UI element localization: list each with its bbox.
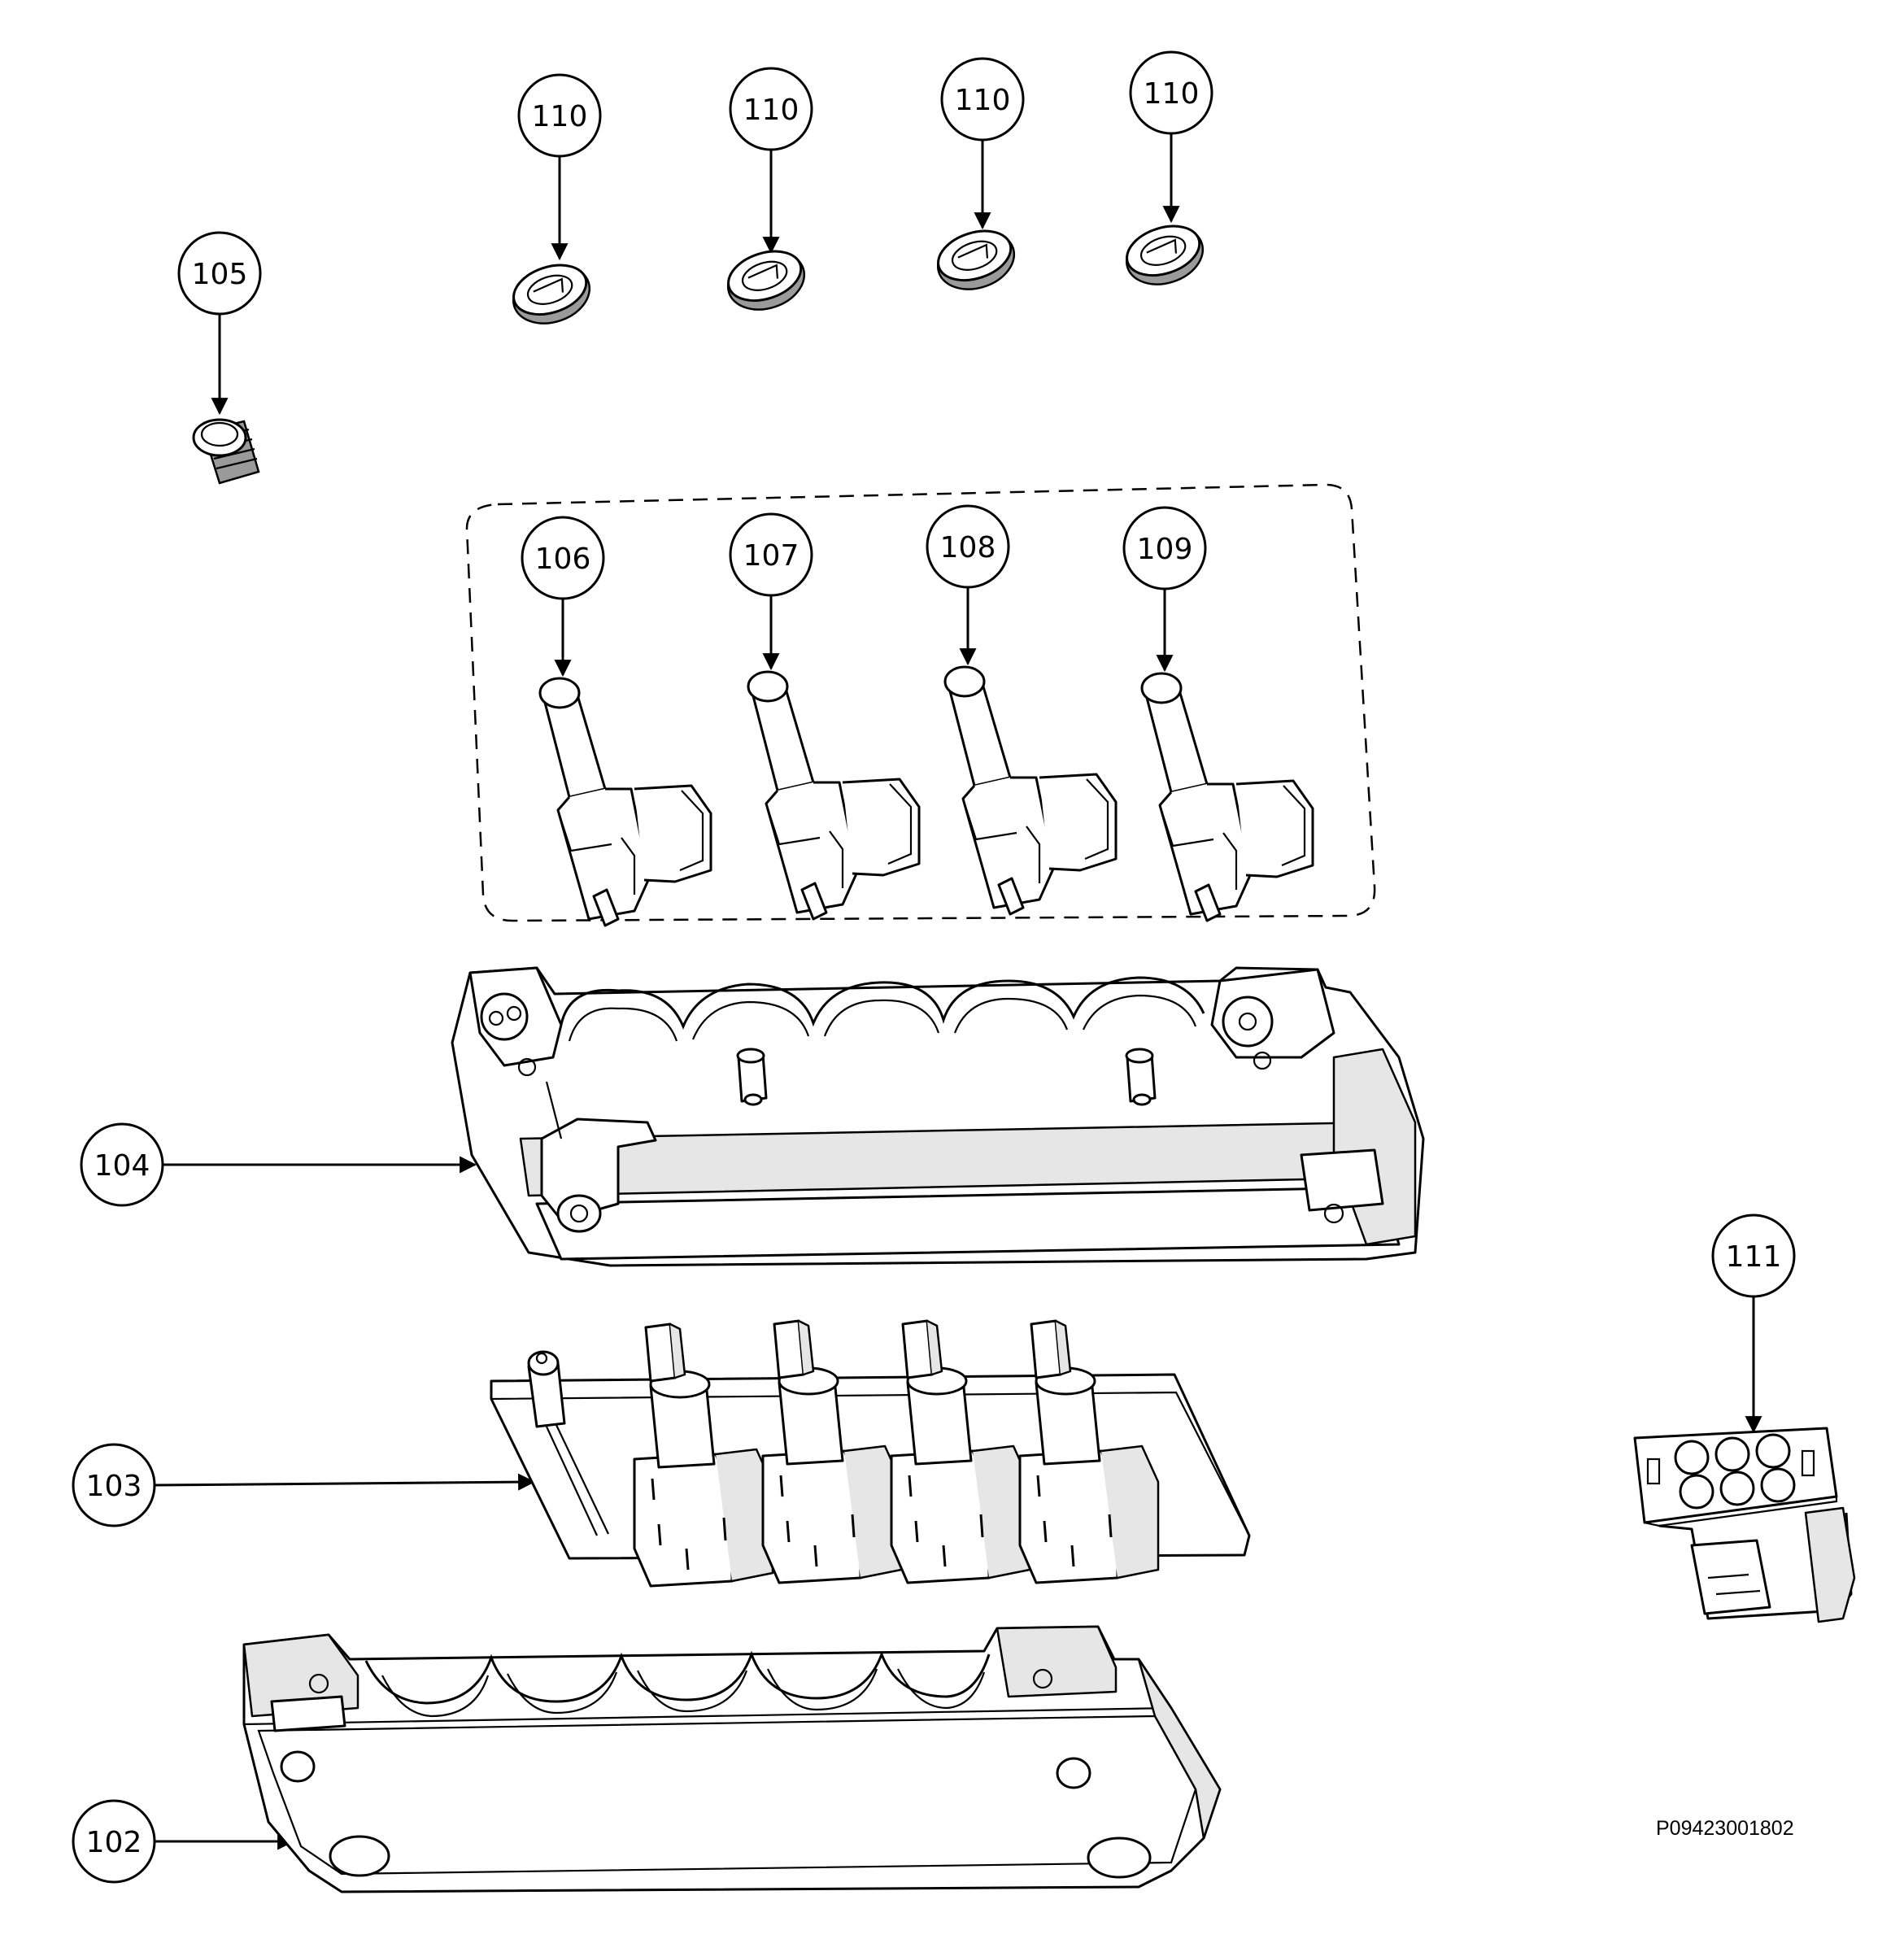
callout-108: 108 [926, 504, 1010, 666]
circuit-board [490, 1319, 1251, 1588]
housing-led-boss [540, 1118, 657, 1233]
indicator-led [527, 1350, 609, 1536]
housing-frame [451, 966, 1425, 1267]
drawing-reference-code: P09423001802 [1656, 1817, 1794, 1840]
housing-peg-right [1125, 1048, 1157, 1106]
callout-110-a: 110 [517, 73, 602, 261]
callout-104-label: 104 [94, 1149, 150, 1183]
base-cover [242, 1625, 1222, 1893]
callout-111-label: 111 [1726, 1240, 1782, 1274]
housing-peg-left [736, 1048, 768, 1106]
actuator-button-106 [538, 677, 712, 927]
light-pipe-cap [192, 418, 260, 485]
seal-ring-a [512, 264, 591, 325]
actuator-button-108 [943, 665, 1118, 916]
callout-107-label: 107 [743, 539, 800, 573]
callout-110-a-label: 110 [532, 100, 588, 133]
callout-110-b: 110 [729, 67, 813, 255]
callout-105-label: 105 [192, 258, 248, 291]
seal-ring-d [1125, 224, 1205, 285]
callout-105: 105 [177, 231, 262, 416]
callout-110-b-label: 110 [743, 94, 800, 127]
wire-connector [1633, 1427, 1856, 1623]
callout-106-label: 106 [535, 542, 591, 576]
callout-110-d: 110 [1129, 50, 1213, 224]
callout-110-d-label: 110 [1144, 77, 1200, 111]
callout-109: 109 [1122, 506, 1207, 673]
callout-110-c-label: 110 [955, 84, 1011, 117]
callout-104: 104 [80, 1122, 477, 1207]
callout-103: 103 [72, 1443, 536, 1527]
callout-110-c: 110 [940, 57, 1025, 230]
callout-109-label: 109 [1137, 533, 1193, 566]
callout-108-label: 108 [940, 531, 996, 564]
callout-102-label: 102 [86, 1826, 142, 1859]
callout-107: 107 [729, 512, 813, 671]
callout-111: 111 [1711, 1213, 1796, 1434]
tactile-switch-2 [761, 1319, 903, 1584]
seal-ring-b [726, 250, 806, 311]
callout-103-label: 103 [86, 1470, 142, 1503]
callout-102: 102 [72, 1799, 295, 1884]
button-set-group-outline [465, 483, 1376, 922]
seal-ring-c [936, 229, 1016, 290]
actuator-button-109 [1140, 672, 1314, 922]
actuator-button-107 [747, 670, 921, 921]
callout-106: 106 [521, 516, 605, 678]
tactile-switch-1 [633, 1322, 774, 1588]
tactile-switch-4 [1018, 1319, 1160, 1584]
